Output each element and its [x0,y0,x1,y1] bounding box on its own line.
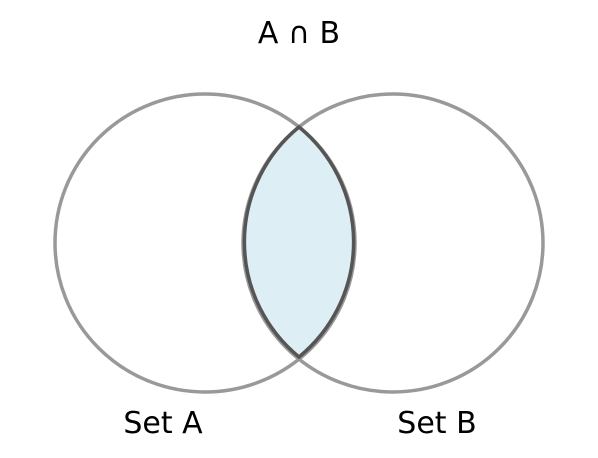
intersection-region [243,94,355,392]
diagram-title: A ∩ B [258,16,340,51]
set-b-label: Set B [397,406,476,441]
intersection-outline [242,124,356,360]
set-a-label: Set A [123,406,203,441]
